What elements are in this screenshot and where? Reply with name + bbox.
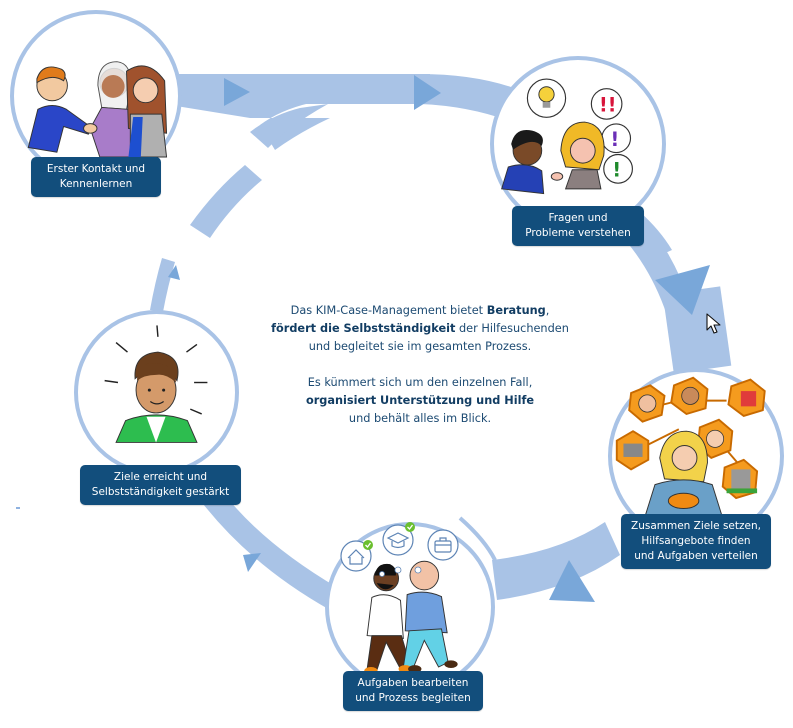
conversation-ideas-icon: !! ! ! — [501, 78, 633, 195]
ring-band-bottom-right — [492, 522, 620, 600]
step-label-line: und Prozess begleiten — [355, 692, 471, 704]
step-label-line: Probleme verstehen — [525, 227, 631, 239]
walking-together-icon — [364, 560, 458, 675]
step-node-erster-kontakt — [10, 10, 182, 182]
step-label-ziele-setzen: Zusammen Ziele setzen, Hilfsangebote fin… — [621, 514, 771, 569]
center-bold-text: fördert die Selbstständigkeit — [271, 322, 456, 335]
center-text: der Hilfesuchenden — [455, 322, 569, 335]
check-icon — [405, 522, 415, 532]
step-label-line: Hilfsangebote finden — [641, 535, 751, 547]
step-label-aufgaben-bearbeiten: Aufgaben bearbeiten und Prozess begleite… — [343, 671, 483, 711]
arrow-icon — [243, 553, 261, 572]
ring-thin-connector — [458, 516, 497, 561]
happy-person-icon — [104, 325, 208, 443]
center-description: Das KIM-Case-Management bietet Beratung,… — [262, 302, 578, 446]
center-text: und behält alles im Blick. — [348, 412, 492, 425]
ring-dash-1 — [190, 165, 262, 238]
stray-mark — [16, 507, 20, 509]
arrow-icon — [168, 265, 180, 280]
mouse-pointer-icon — [706, 313, 721, 334]
thought-bubbles — [340, 522, 459, 577]
ring-band-top — [170, 74, 430, 104]
house-icon — [347, 549, 365, 565]
arrow-icon — [414, 75, 441, 110]
center-text: , — [545, 304, 550, 317]
handshake-icon — [27, 61, 168, 158]
svg-text:!: ! — [612, 158, 621, 181]
center-text: und begleitet sie im gesamten Prozess. — [308, 340, 532, 353]
step-node-fragen-probleme: !! ! ! — [490, 56, 666, 232]
step-label-line: Aufgaben bearbeiten — [357, 677, 469, 689]
ring-band-bottom-left — [200, 495, 338, 610]
step-label-line: und Aufgaben verteilen — [634, 550, 758, 562]
graduation-cap-icon — [386, 532, 410, 549]
center-paragraph-1: Das KIM-Case-Management bietet Beratung,… — [262, 302, 578, 356]
center-bold-text: Beratung — [486, 304, 546, 317]
step-label-line: Fragen und — [548, 212, 608, 224]
arrow-icon — [224, 78, 250, 106]
arrow-icon — [655, 265, 710, 315]
step-label-ziele-erreicht: Ziele erreicht und Selbstständigkeit ges… — [80, 465, 241, 505]
check-icon — [363, 540, 373, 550]
thought-bubble — [340, 540, 372, 572]
step-label-line: Selbstständigkeit gestärkt — [91, 486, 230, 498]
step-label-erster-kontakt: Erster Kontakt und Kennenlernen — [31, 157, 161, 197]
step-label-line: Ziele erreicht und — [113, 471, 208, 483]
arrow-icon — [549, 560, 595, 602]
svg-text:!!: !! — [599, 94, 616, 117]
ring-band-right-mid — [662, 286, 732, 374]
center-paragraph-2: Es kümmert sich um den einzelnen Fall, o… — [262, 374, 578, 428]
center-text: Es kümmert sich um den einzelnen Fall, — [307, 376, 533, 389]
network-connect-icon — [615, 376, 766, 516]
step-label-line: Kennenlernen — [59, 178, 133, 190]
ring-band-inner-top — [250, 104, 328, 148]
step-label-line: Erster Kontakt und — [46, 163, 146, 175]
ring-dash-2 — [150, 258, 175, 312]
step-label-fragen-probleme: Fragen und Probleme verstehen — [512, 206, 644, 246]
center-text: Das KIM-Case-Management bietet — [290, 304, 487, 317]
step-node-ziele-erreicht — [74, 310, 239, 475]
briefcase-icon — [434, 537, 452, 553]
thought-bubble — [382, 524, 414, 556]
step-label-line: Zusammen Ziele setzen, — [631, 520, 761, 532]
center-bold-text: organisiert Unterstützung und Hilfe — [305, 394, 535, 407]
svg-text:!: ! — [610, 128, 619, 151]
